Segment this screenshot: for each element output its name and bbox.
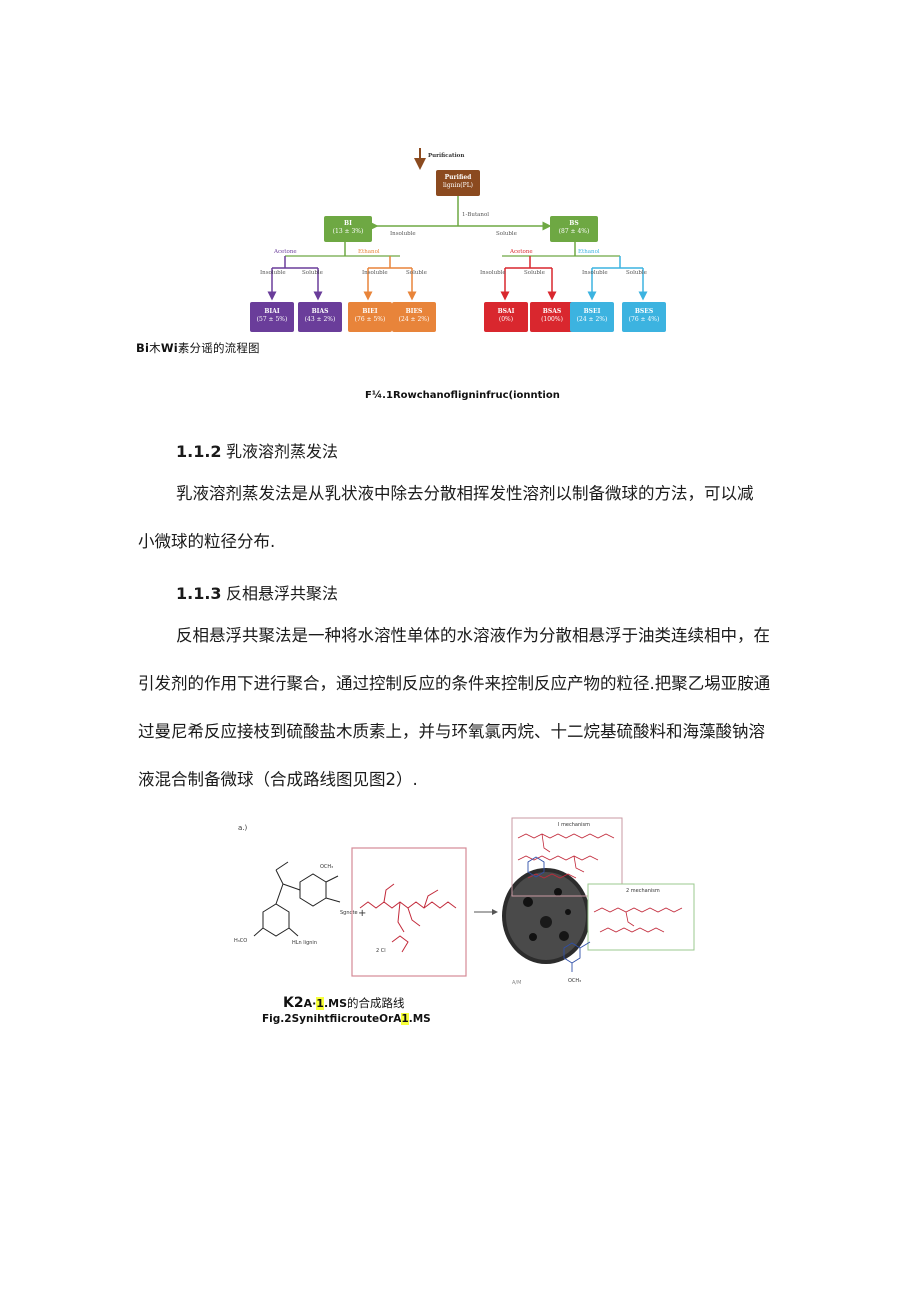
ecl-label: 2 Cl	[376, 948, 386, 954]
paragraph-line: 乳液溶剂蒸发法是从乳状液中除去分散相挥发性溶剂以制备微球的方法，可以减	[176, 484, 754, 503]
caption-highlight: 1	[316, 997, 324, 1010]
bi-node: BI (13 ± 3%)	[324, 216, 372, 242]
caption-part: 的合成路线	[347, 996, 405, 1010]
caption-part: .MS	[408, 1013, 431, 1025]
caption-part: K2	[283, 995, 304, 1011]
node-name: BIAI	[264, 308, 280, 315]
node-name: BSES	[634, 308, 654, 315]
node-name: BIEI	[362, 308, 378, 315]
soluble-label: Soluble	[524, 270, 545, 276]
node-name: BSEI	[583, 308, 601, 315]
soluble-label: Soluble	[626, 270, 647, 276]
fraction-node-7: BSES(76 ± 4%)	[622, 302, 666, 332]
methoxy-label: H₃CO	[234, 938, 247, 944]
node-value: (57 ± 5%)	[256, 316, 288, 323]
fraction-node-3: BIES(24 ± 2%)	[392, 302, 436, 332]
methoxy-label: OCH₃	[568, 978, 581, 984]
figure1-caption-en: F¼.1Rowchanofligninfruc(ionntion	[365, 390, 560, 401]
caption-part: 素分谣的流程图	[177, 341, 260, 355]
node-value: (87 ± 4%)	[558, 228, 590, 235]
soluble-label: Soluble	[496, 231, 517, 237]
insoluble-label: Insoluble	[260, 270, 286, 276]
bs-node: BS (87 ± 4%)	[550, 216, 598, 242]
caption-part: Fig.2Synihtfiicroute	[262, 1013, 380, 1025]
soluble-label: Soluble	[406, 270, 427, 276]
lignin-fractionation-flowchart: Purification Purified lignin(PL) 1-Butan…	[240, 146, 680, 336]
figure2-caption-en: Fig.2SynihtfiicrouteOrA1.MS	[262, 1013, 431, 1025]
soluble-label: Soluble	[302, 270, 323, 276]
purified-lignin-node: Purified lignin(PL)	[436, 170, 480, 196]
mechanism1-box	[511, 817, 623, 897]
synthetic-route-drawing: Sgnote HLn lignin OCH₃ H₃CO a.) + 2 Cl A…	[234, 817, 695, 986]
caption-highlight: 1	[401, 1013, 409, 1025]
fraction-node-1: BIAS(43 ± 2%)	[298, 302, 342, 332]
insoluble-label: Insoluble	[480, 270, 506, 276]
section-number: 1.1.2	[176, 442, 222, 461]
caption-part: OrA	[379, 1013, 402, 1025]
node-value: (76 ± 4%)	[628, 316, 660, 323]
section-title: 反相悬浮共聚法	[226, 584, 339, 603]
node-name: BI	[344, 220, 352, 227]
lignin-blue	[527, 856, 591, 972]
node-value: (0%)	[498, 316, 514, 323]
node-value: (43 ± 2%)	[304, 316, 336, 323]
pei-box	[351, 847, 467, 977]
mechanism2-label: 2 mechanism	[626, 888, 660, 894]
paragraph-line: 反相悬浮共聚法是一种将水溶性单体的水溶液作为分散相悬浮于油类连续相中，在	[176, 626, 770, 645]
fraction-node-0: BIAI(57 ± 5%)	[250, 302, 294, 332]
fraction-node-5: BSAS(100%)	[530, 302, 574, 332]
methoxy-label: OCH₃	[320, 864, 333, 870]
section-number: 1.1.3	[176, 584, 222, 603]
paragraph-line: 液混合制备微球（合成路线图见图2）.	[138, 770, 418, 789]
purification-label: Purification	[428, 153, 465, 159]
sulfonate-label: Sgnote	[340, 910, 358, 916]
node-value: lignin(PL)	[442, 182, 474, 189]
node-value: (24 ± 2%)	[576, 316, 608, 323]
node-name: BSAI	[497, 308, 515, 315]
mechanism1-label: I mechanism	[558, 822, 590, 828]
node-value: (100%)	[541, 316, 563, 323]
paragraph-line: 小微球的粒径分布.	[138, 532, 276, 551]
paragraph-line: 过曼尼希反应接枝到硫酸盐木质素上，并与环氧氯丙烷、十二烷基硫酸料和海藻酸钠溶	[138, 722, 765, 741]
caption-part: 木	[149, 341, 161, 355]
node-name: BIAS	[311, 308, 329, 315]
caption-part: Wi	[160, 341, 178, 355]
node-name: BIES	[405, 308, 423, 315]
node-name: Purified	[444, 174, 472, 181]
ethanol-label: Ethanol	[358, 249, 380, 255]
fraction-node-6: BSEI(24 ± 2%)	[570, 302, 614, 332]
pei-chain	[359, 883, 457, 953]
acetone-label: Acetone	[274, 249, 297, 255]
caption-part: .MS	[323, 997, 348, 1010]
caption-part: Bi	[136, 341, 150, 355]
insoluble-label: Insoluble	[362, 270, 388, 276]
lignin-structure	[253, 861, 341, 937]
figure1-caption-cn: Bi木Wi素分谣的流程图	[136, 340, 260, 356]
figure2-caption-cn: K2A·1.MS的合成路线	[283, 992, 405, 1011]
ethanol-label: Ethanol	[578, 249, 600, 255]
fraction-node-4: BSAI(0%)	[484, 302, 528, 332]
node-value: (24 ± 2%)	[398, 316, 430, 323]
panel-label: a.)	[238, 824, 248, 832]
node-value: (76 ± 5%)	[354, 316, 386, 323]
caption-part: A·	[303, 997, 317, 1010]
acetone-label: Acetone	[510, 249, 533, 255]
butanol-label: 1-Butanol	[462, 212, 490, 218]
mechanism2-box	[587, 883, 695, 951]
fraction-node-2: BIEI(76 ± 5%)	[348, 302, 392, 332]
flowchart-connectors	[267, 148, 648, 301]
insoluble-label: Insoluble	[390, 231, 416, 237]
section-title: 乳液溶剂蒸发法	[226, 442, 339, 461]
node-value: (13 ± 3%)	[332, 228, 364, 235]
plus-sign: +	[358, 908, 366, 919]
node-name: BS	[569, 220, 579, 227]
synthetic-route-figure: Sgnote HLn lignin OCH₃ H₃CO a.) + 2 Cl A…	[228, 812, 698, 990]
paragraph-line: 引发剂的作用下进行聚合，通过控制反应的条件来控制反应产物的粒径.把聚乙埸亚胺通	[138, 674, 771, 693]
sphere-label: A/M	[512, 980, 521, 986]
node-name: BSAS	[542, 308, 562, 315]
insoluble-label: Insoluble	[582, 270, 608, 276]
lignin-label: HLn lignin	[292, 940, 317, 946]
